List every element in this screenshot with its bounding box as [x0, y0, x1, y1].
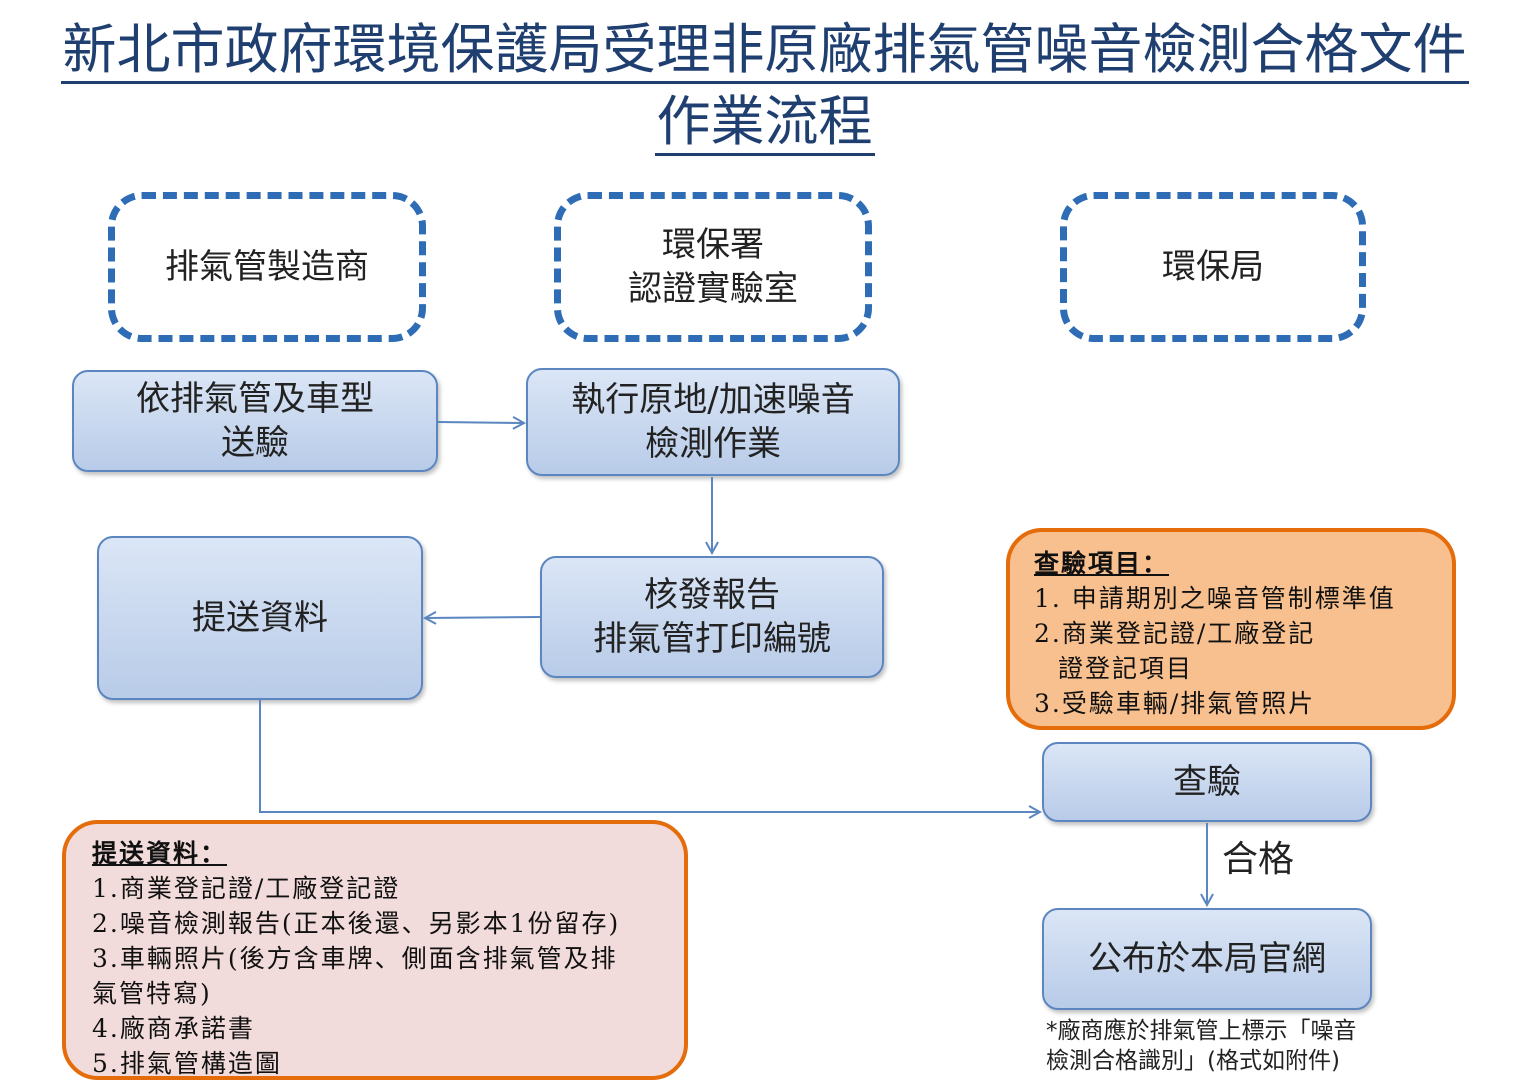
page-title: 新北市政府環境保護局受理非原廠排氣管噪音檢測合格文件 [0, 18, 1529, 84]
step-inspection: 查驗 [1042, 742, 1372, 822]
submit-item: 5.排氣管構造圖 [92, 1049, 282, 1078]
submit-item: 氣管特寫) [92, 979, 212, 1008]
step-send-line2: 送驗 [221, 423, 289, 463]
step-submit-label: 提送資料 [192, 598, 328, 638]
step-test-line2: 檢測作業 [645, 424, 781, 464]
check-items-note: 查驗項目： 1. 申請期別之噪音管制標準值 2.商業登記證/工廠登記 證登記項目… [1006, 528, 1456, 730]
check-item: 證登記項目 [1058, 654, 1194, 683]
step-publish: 公布於本局官網 [1042, 908, 1372, 1010]
arrow-send-to-test [437, 422, 524, 423]
lane-manufacturer-label: 排氣管製造商 [165, 247, 369, 287]
submit-items-note: 提送資料： 1.商業登記證/工廠登記證 2.噪音檢測報告(正本後還、另影本1份留… [62, 820, 688, 1080]
lane-lab-label-line1: 環保署 [662, 225, 764, 265]
submit-item: 4.廠商承諾書 [92, 1014, 255, 1043]
arrow-report-to-submit [425, 617, 541, 618]
lane-manufacturer: 排氣管製造商 [108, 192, 426, 342]
step-submit-documents: 提送資料 [97, 536, 423, 700]
submit-item: 3.車輛照片(後方含車牌、側面含排氣管及排 [92, 944, 618, 973]
page-title-line2: 作業流程 [0, 90, 1529, 156]
step-inspect-label: 查驗 [1173, 762, 1241, 802]
step-publish-label: 公布於本局官網 [1088, 939, 1326, 979]
submit-item: 1.商業登記證/工廠登記證 [92, 874, 401, 903]
check-items-heading: 查驗項目： [1034, 549, 1170, 578]
lane-epb: 環保局 [1060, 192, 1366, 342]
step-report-line1: 核發報告 [644, 575, 780, 615]
footnote: *廠商應於排氣管上標示「噪音 檢測合格識別」(格式如附件) [1046, 1016, 1466, 1076]
step-report-line2: 排氣管打印編號 [593, 619, 831, 659]
step-noise-test: 執行原地/加速噪音 檢測作業 [526, 368, 900, 476]
check-item: 1. 申請期別之噪音管制標準值 [1034, 584, 1396, 613]
lane-lab-label-line2: 認證實驗室 [628, 269, 798, 309]
footnote-line1: *廠商應於排氣管上標示「噪音 [1046, 1018, 1357, 1044]
lane-certified-lab: 環保署 認證實驗室 [554, 192, 872, 342]
check-item: 3.受驗車輛/排氣管照片 [1034, 689, 1316, 718]
lane-epb-label: 環保局 [1162, 247, 1264, 287]
check-item: 2.商業登記證/工廠登記 [1034, 619, 1316, 648]
arrow-submit-to-inspect [259, 700, 1040, 812]
step-send-line1: 依排氣管及車型 [136, 379, 374, 419]
step-send-for-testing: 依排氣管及車型 送驗 [72, 370, 438, 472]
footnote-line2: 檢測合格識別」(格式如附件) [1046, 1048, 1340, 1074]
step-issue-report: 核發報告 排氣管打印編號 [540, 556, 884, 678]
step-test-line1: 執行原地/加速噪音 [571, 380, 855, 420]
submit-item: 2.噪音檢測報告(正本後還、另影本1份留存) [92, 909, 621, 938]
pass-label: 合格 [1222, 839, 1295, 880]
submit-items-heading: 提送資料： [92, 839, 228, 868]
